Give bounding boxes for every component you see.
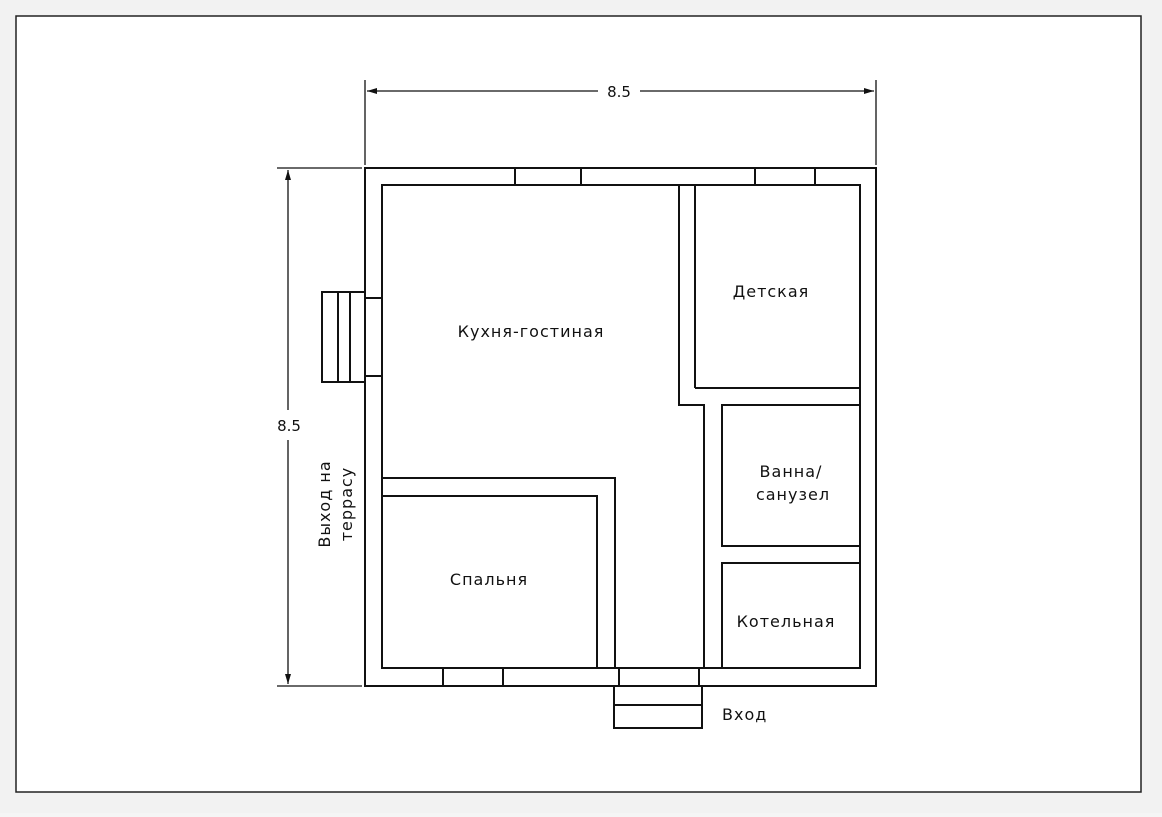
walls <box>321 167 877 729</box>
room-label-bedroom: Спальня <box>450 570 528 589</box>
room-label-kids: Детская <box>733 282 810 301</box>
entrance-door <box>618 667 700 687</box>
terrace-label-line2: террасу <box>337 467 356 542</box>
drawing-frame <box>15 15 1142 793</box>
dimension-lines <box>277 80 877 687</box>
window-bottom <box>442 667 504 687</box>
window-top-right <box>754 167 816 186</box>
terrace-door <box>364 297 383 377</box>
room-label-boiler: Котельная <box>737 612 836 631</box>
room-label-bath-line1: Ванна/ <box>760 462 823 481</box>
room-label-kitchen-living: Кухня-гостиная <box>458 322 605 341</box>
boiler-room-outline <box>721 562 861 669</box>
terrace-annotation: Выход на террасу <box>315 460 356 547</box>
window-top-left <box>514 167 582 186</box>
entrance-steps <box>613 685 703 729</box>
dimension-top-label: 8.5 <box>607 83 631 101</box>
dimension-left-label: 8.5 <box>277 417 301 435</box>
terrace-steps <box>321 291 366 383</box>
partition-left-line <box>678 185 705 668</box>
bedroom-partition-inner <box>382 495 598 668</box>
entrance-label: Вход <box>722 705 767 724</box>
room-label-bath-line2: санузел <box>756 485 830 504</box>
bedroom-partition-outer <box>382 477 616 668</box>
bath-room-outline <box>721 404 861 547</box>
terrace-label-line1: Выход на <box>315 460 334 547</box>
